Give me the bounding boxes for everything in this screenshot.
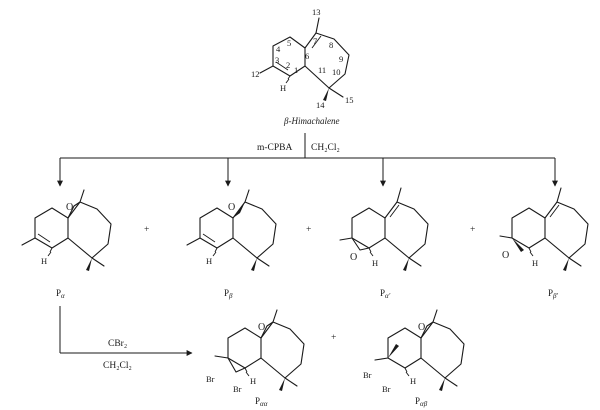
atom-number-3: 3 [275, 55, 279, 65]
p-alpha-alpha-br-2: Br [233, 384, 242, 394]
atom-number-11: 11 [318, 65, 326, 75]
product-label-p-alpha-prime: Pα' [380, 288, 391, 300]
reactant-h: H [280, 83, 286, 93]
plus-4: + [331, 333, 336, 343]
atom-number-6: 6 [305, 51, 309, 61]
atom-number-2: 2 [286, 60, 290, 70]
plus-2: + [306, 225, 311, 235]
atom-number-8: 8 [329, 40, 333, 50]
p-beta-oxygen: O [228, 202, 235, 213]
step1-reagent: m-CPBA [257, 143, 293, 153]
atom-number-13: 13 [312, 7, 321, 17]
p-alpha-beta-br-2: Br [382, 384, 391, 394]
p-alpha-beta-h: H [410, 376, 416, 386]
step2-reagent: CBr₂ [108, 339, 127, 349]
reactant-structure: 1 2 3 4 5 6 7 8 9 10 11 12 13 14 15 H [251, 7, 354, 110]
plus-1: + [144, 225, 149, 235]
product-label-p-alpha-beta: Pαβ [415, 396, 428, 408]
p-beta-prime-h: H [532, 258, 538, 268]
product-label-p-beta: Pβ [224, 288, 233, 300]
svg-text:Pα': Pα' [380, 288, 391, 300]
svg-text:Pαβ: Pαβ [415, 396, 428, 408]
product-p-beta-structure [186, 189, 277, 271]
p-alpha-prime-h: H [372, 258, 378, 268]
p-alpha-oxygen: O [66, 202, 73, 213]
p-beta-prime-oxygen: O [502, 250, 509, 261]
p-alpha-alpha-br-1: Br [206, 374, 215, 384]
product-p-alpha-beta-structure [374, 309, 465, 391]
product-p-alpha-alpha-structure [214, 309, 305, 391]
step2-solvent: CH₂Cl₂ [103, 361, 132, 371]
p-beta-h: H [206, 256, 212, 266]
p-alpha-beta-br-1: Br [363, 370, 372, 380]
atom-number-5: 5 [287, 38, 291, 48]
step1-solvent: CH₂Cl₂ [311, 143, 340, 153]
product-p-alpha-prime-structure [339, 187, 429, 271]
product-label-p-alpha-alpha: Pαα [255, 396, 268, 408]
atom-number-4: 4 [276, 44, 281, 54]
p-alpha-beta-oxygen: O [418, 322, 425, 333]
atom-number-12: 12 [251, 69, 260, 79]
p-alpha-alpha-oxygen: O [258, 322, 265, 333]
epoxidation-arrows [57, 133, 558, 187]
reactant-name: β-Himachalene [283, 116, 339, 126]
atom-number-1: 1 [294, 65, 298, 75]
product-label-p-alpha: Pα [56, 288, 65, 300]
plus-3: + [470, 225, 475, 235]
p-alpha-prime-oxygen: O [350, 252, 357, 263]
cyclopropanation-arrow [59, 306, 193, 356]
product-label-p-beta-prime: Pβ' [548, 288, 559, 300]
p-alpha-alpha-h: H [250, 376, 256, 386]
product-p-alpha-structure [21, 189, 112, 271]
atom-number-7: 7 [313, 36, 317, 46]
svg-text:Pα: Pα [56, 288, 65, 300]
atom-number-9: 9 [339, 54, 343, 64]
atom-number-15: 15 [345, 95, 354, 105]
svg-text:Pβ: Pβ [224, 288, 233, 300]
svg-text:Pβ': Pβ' [548, 288, 559, 300]
atom-number-14: 14 [316, 100, 325, 110]
p-alpha-h: H [41, 256, 47, 266]
product-p-beta-prime-structure [499, 187, 589, 271]
atom-number-10: 10 [332, 67, 341, 77]
svg-text:Pαα: Pαα [255, 396, 268, 408]
